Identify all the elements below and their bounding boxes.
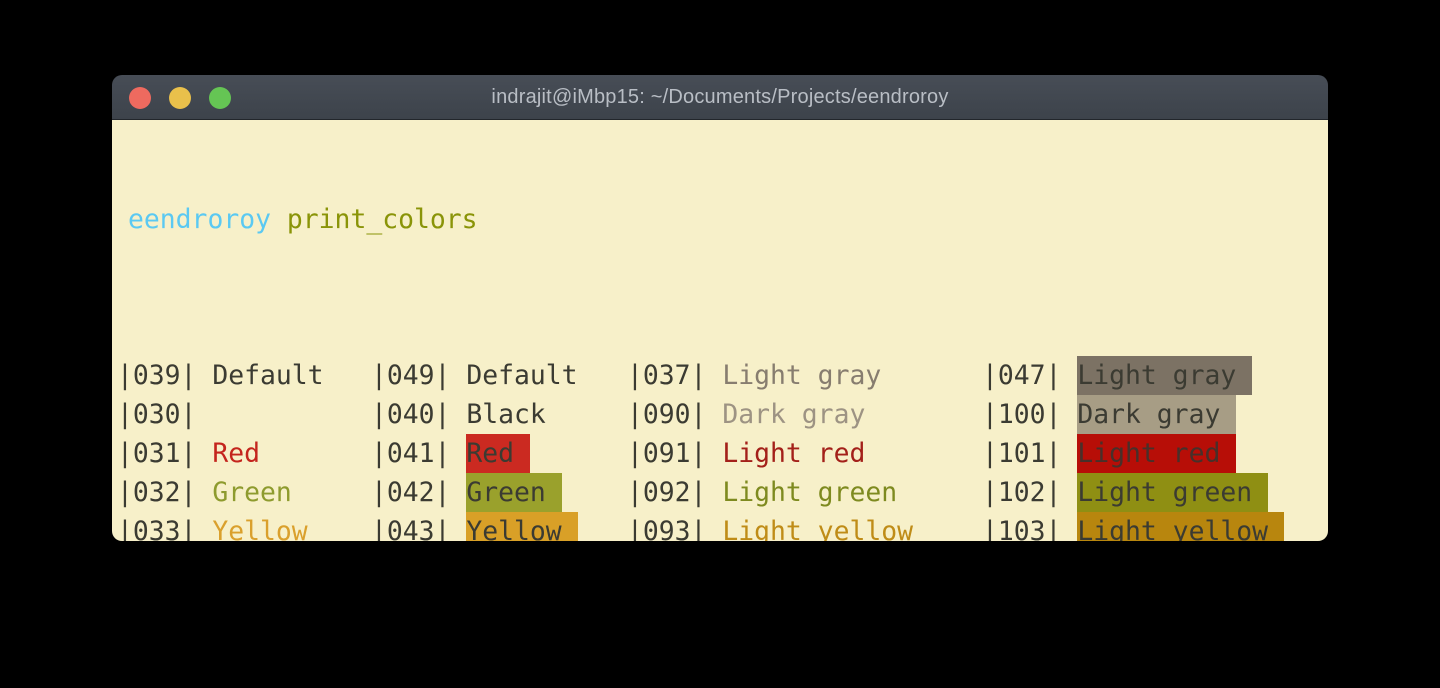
color-label: Dark gray [722,399,866,430]
color-label: Light green [1077,473,1268,512]
ansi-code: |100| [982,399,1078,430]
color-cell-031: |031| Red [117,434,260,473]
color-label: Yellow [466,512,578,541]
ansi-code: |102| [982,477,1078,508]
color-label: Light yellow [722,516,914,541]
color-cell-049: |049| Default [371,356,578,395]
color-label: Light gray [1077,356,1253,395]
color-cell-043: |043| Yellow [371,512,578,541]
table-row: |031| Red|041| Red|091| Light red|101| L… [117,434,1328,473]
ansi-code: |033| [117,516,213,541]
color-cell-100: |100| Dark gray [982,395,1237,434]
terminal-window: indrajit@iMbp15: ~/Documents/Projects/ee… [112,75,1328,541]
ansi-code: |101| [982,438,1078,469]
ansi-code: |093| [627,516,723,541]
ansi-code: |043| [371,516,467,541]
ansi-code: |032| [117,477,213,508]
color-cell-030: |030| [117,395,212,434]
color-label: Green [466,473,562,512]
ansi-code: |091| [627,438,723,469]
color-label: Yellow [212,516,308,541]
color-cell-101: |101| Light red [982,434,1237,473]
ansi-code: |030| [117,399,213,430]
color-label: Light green [722,477,898,508]
command-text: print_colors [286,204,478,235]
ansi-code: |040| [371,399,467,430]
color-cell-042: |042| Green [371,473,562,512]
color-cell-033: |033| Yellow [117,512,308,541]
ansi-code: |039| [117,360,213,391]
prompt-user: eendroroy [128,204,271,235]
window-title: indrajit@iMbp15: ~/Documents/Projects/ee… [491,86,949,108]
color-cell-039: |039| Default [117,356,324,395]
close-button[interactable] [129,86,151,109]
color-cell-047: |047| Light gray [982,356,1253,395]
zoom-button[interactable] [209,86,231,109]
color-cell-103: |103| Light yellow [982,512,1284,541]
color-table: |039| Default|049| Default|037| Light gr… [117,356,1328,541]
minimize-button[interactable] [169,86,191,109]
color-cell-040: |040| Black [371,395,546,434]
color-label: Light gray [722,360,882,391]
traffic-lights [129,75,231,120]
color-label: Default [466,360,578,391]
color-label: Light yellow [1077,512,1284,541]
ansi-code: |042| [371,477,467,508]
color-cell-102: |102| Light green [982,473,1268,512]
color-cell-037: |037| Light gray [627,356,881,395]
color-label: Light red [1077,434,1237,473]
command-line: eendroroy print_colors [128,200,1328,239]
table-row: |030| |040| Black|090| Dark gray|100| Da… [117,395,1328,434]
ansi-code: |049| [371,360,467,391]
color-cell-093: |093| Light yellow [627,512,913,541]
ansi-code: |037| [627,360,723,391]
color-cell-091: |091| Light red [627,434,865,473]
ansi-code: |103| [982,516,1078,541]
table-row: |039| Default|049| Default|037| Light gr… [117,356,1328,395]
ansi-code: |047| [982,360,1078,391]
color-label: Green [212,477,292,508]
titlebar[interactable]: indrajit@iMbp15: ~/Documents/Projects/ee… [112,75,1328,120]
table-row: |033| Yellow|043| Yellow|093| Light yell… [117,512,1328,541]
color-label: Default [212,360,324,391]
ansi-code: |031| [117,438,213,469]
color-cell-041: |041| Red [371,434,530,473]
table-row: |032| Green|042| Green|092| Light green|… [117,473,1328,512]
color-cell-032: |032| Green [117,473,292,512]
ansi-code: |092| [627,477,723,508]
color-cell-090: |090| Dark gray [627,395,865,434]
prompt-space [271,204,287,235]
ansi-code: |041| [371,438,467,469]
color-label: Black [466,399,546,430]
color-label: Light red [722,438,866,469]
color-label: Dark gray [1077,395,1237,434]
terminal-screen[interactable]: eendroroy print_colors |039| Default|049… [112,120,1328,541]
color-cell-092: |092| Light green [627,473,897,512]
color-label: Red [466,434,530,473]
color-label: Red [212,438,261,469]
ansi-code: |090| [627,399,723,430]
